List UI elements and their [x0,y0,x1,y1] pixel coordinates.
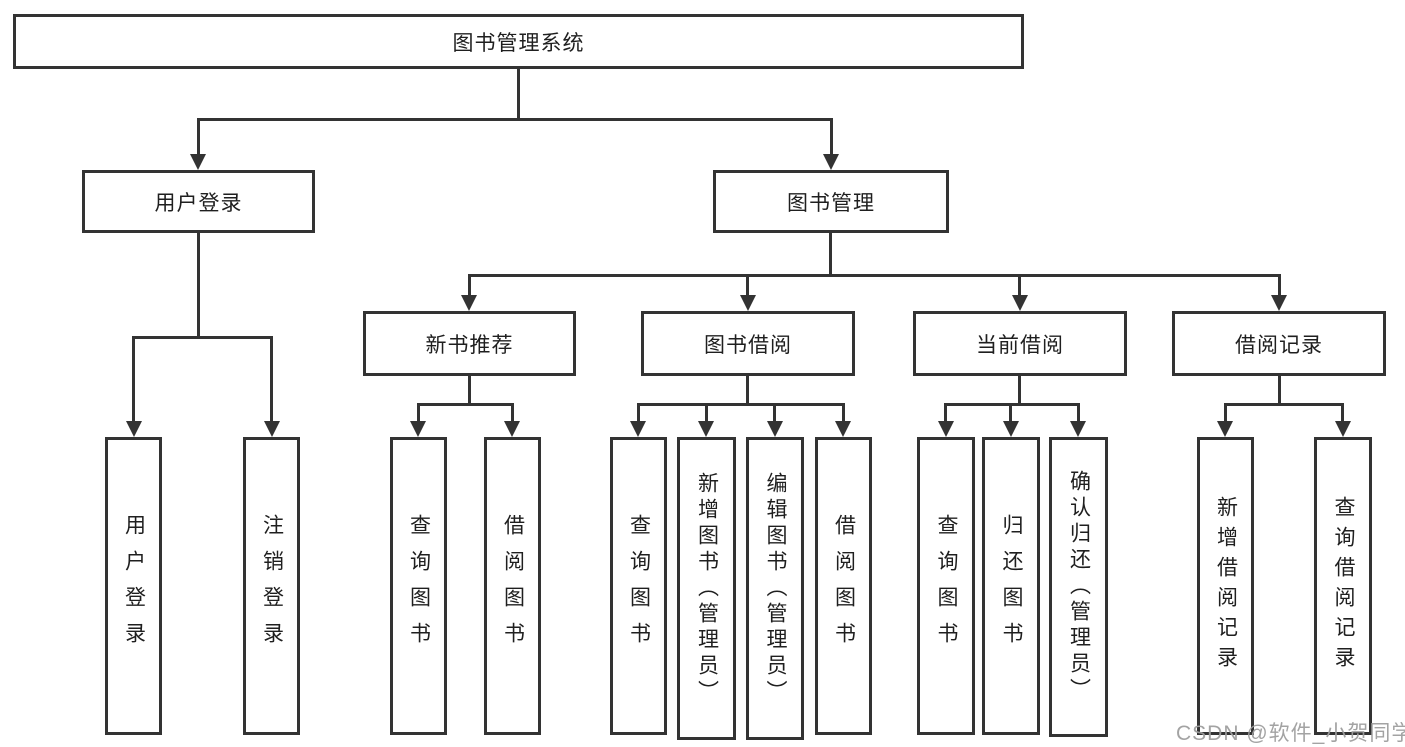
node-label: 图书借阅 [704,333,792,357]
arrow-down-icon [264,421,280,437]
connector-line [773,403,776,423]
connector-line [842,403,845,423]
connector-line [417,403,514,406]
node-current-borrow: 当前借阅 [913,311,1127,376]
leaf-query-books: 查询图书 [917,437,975,735]
leaf-label: 查询图书 [935,514,958,658]
leaf-user-login: 用户登录 [105,437,162,735]
arrow-down-icon [190,154,206,170]
arrow-down-icon [1070,421,1086,437]
node-book-management: 图书管理 [713,170,949,233]
connector-line [637,403,640,423]
node-label: 当前借阅 [976,333,1064,357]
connector-line [468,376,471,406]
connector-line [197,233,200,339]
arrow-down-icon [461,295,477,311]
connector-line [1341,403,1344,423]
watermark: CSDN @软件_小贺同学 [1176,722,1405,745]
connector-line [197,118,200,156]
connector-line [944,403,1080,406]
connector-line [468,274,1281,277]
connector-line [829,233,832,277]
connector-line [270,336,273,423]
arrow-down-icon [1217,421,1233,437]
leaf-label: 查询图书 [407,514,431,658]
connector-line [132,336,135,423]
node-user-login: 用户登录 [82,170,315,233]
connector-line [1077,403,1080,423]
node-label: 用户登录 [154,191,243,215]
leaf-label: 新增借阅记录 [1214,496,1238,676]
connector-line [1018,376,1021,406]
leaf-borrow-books: 借阅图书 [484,437,541,735]
arrow-down-icon [835,421,851,437]
arrow-down-icon [504,421,520,437]
connector-line [1278,376,1281,406]
leaf-label: 查询借阅记录 [1332,496,1355,676]
leaf-label: 查询图书 [627,514,651,658]
arrow-down-icon [1335,421,1351,437]
connector-line [132,336,273,339]
leaf-borrow-books: 借阅图书 [815,437,872,735]
connector-line [511,403,514,423]
node-label: 图书管理 [787,191,875,215]
connector-line [1224,403,1227,423]
arrow-down-icon [126,421,142,437]
leaf-label: 确认归还（管理员） [1067,470,1091,704]
leaf-query-books: 查询图书 [390,437,447,735]
node-book-management-system: 图书管理系统 [13,14,1024,69]
arrow-down-icon [410,421,426,437]
node-book-borrow: 图书借阅 [641,311,855,376]
arrow-down-icon [823,154,839,170]
leaf-label: 归还图书 [1000,514,1023,658]
connector-line [1224,403,1344,406]
arrow-down-icon [630,421,646,437]
leaf-query-books: 查询图书 [610,437,667,735]
arrow-down-icon [1271,295,1287,311]
connector-line [746,274,749,297]
arrow-down-icon [1012,295,1028,311]
arrow-down-icon [698,421,714,437]
arrow-down-icon [740,295,756,311]
leaf-label: 借阅图书 [501,514,525,658]
connector-line [1009,403,1012,423]
node-label: 借阅记录 [1235,333,1323,357]
connector-line [517,68,520,121]
connector-line [705,403,708,423]
leaf-label: 新增图书（管理员） [695,471,719,706]
node-new-book-recommend: 新书推荐 [363,311,576,376]
leaf-logout: 注销登录 [243,437,300,735]
arrow-down-icon [1003,421,1019,437]
connector-line [830,118,833,156]
leaf-edit-books-admin: 编辑图书（管理员） [746,437,804,740]
connector-line [746,376,749,406]
node-label: 图书管理系统 [452,31,585,55]
leaf-add-books-admin: 新增图书（管理员） [677,437,736,740]
leaf-query-borrow-record: 查询借阅记录 [1314,437,1372,735]
node-borrow-records: 借阅记录 [1172,311,1386,376]
node-label: 新书推荐 [425,333,514,357]
leaf-label: 编辑图书（管理员） [764,471,787,706]
connector-line [197,118,833,121]
connector-line [468,274,471,297]
connector-line [944,403,947,423]
leaf-label: 借阅图书 [832,514,856,658]
leaf-return-books: 归还图书 [982,437,1040,735]
leaf-label: 用户登录 [122,514,146,658]
connector-line [637,403,845,406]
arrow-down-icon [767,421,783,437]
arrow-down-icon [938,421,954,437]
connector-line [1018,274,1021,297]
leaf-confirm-return-admin: 确认归还（管理员） [1049,437,1108,737]
connector-line [417,403,420,423]
leaf-add-borrow-record: 新增借阅记录 [1197,437,1254,735]
leaf-label: 注销登录 [260,514,284,658]
connector-line [1278,274,1281,297]
